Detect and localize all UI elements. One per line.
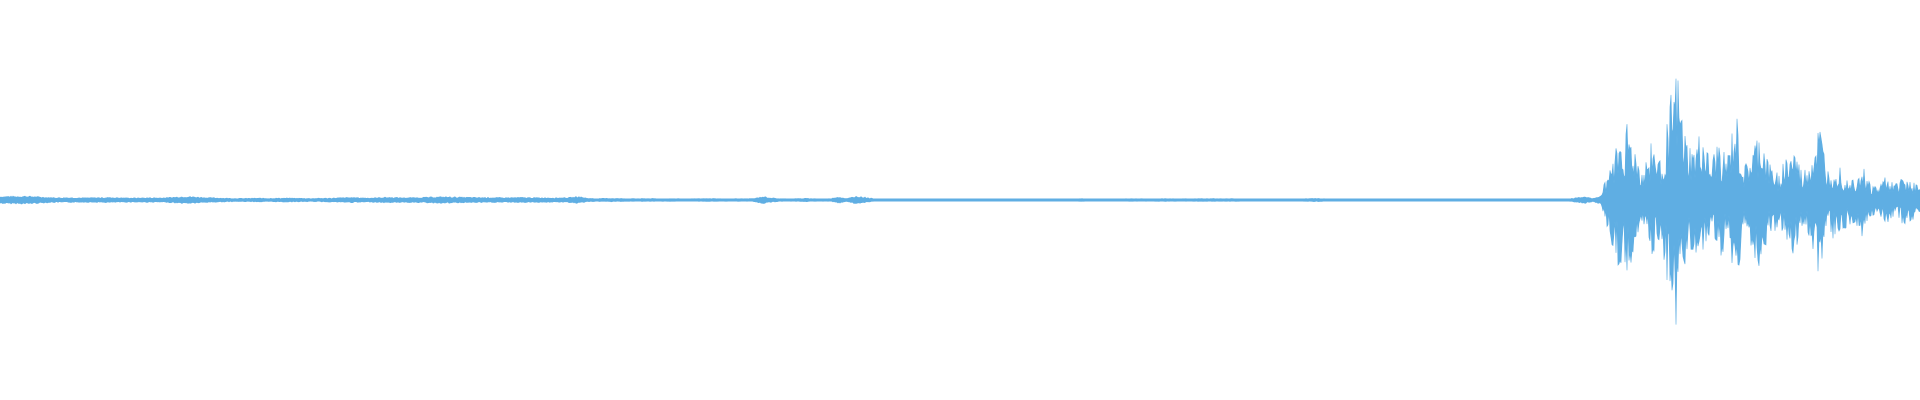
waveform-shape <box>0 78 1920 325</box>
